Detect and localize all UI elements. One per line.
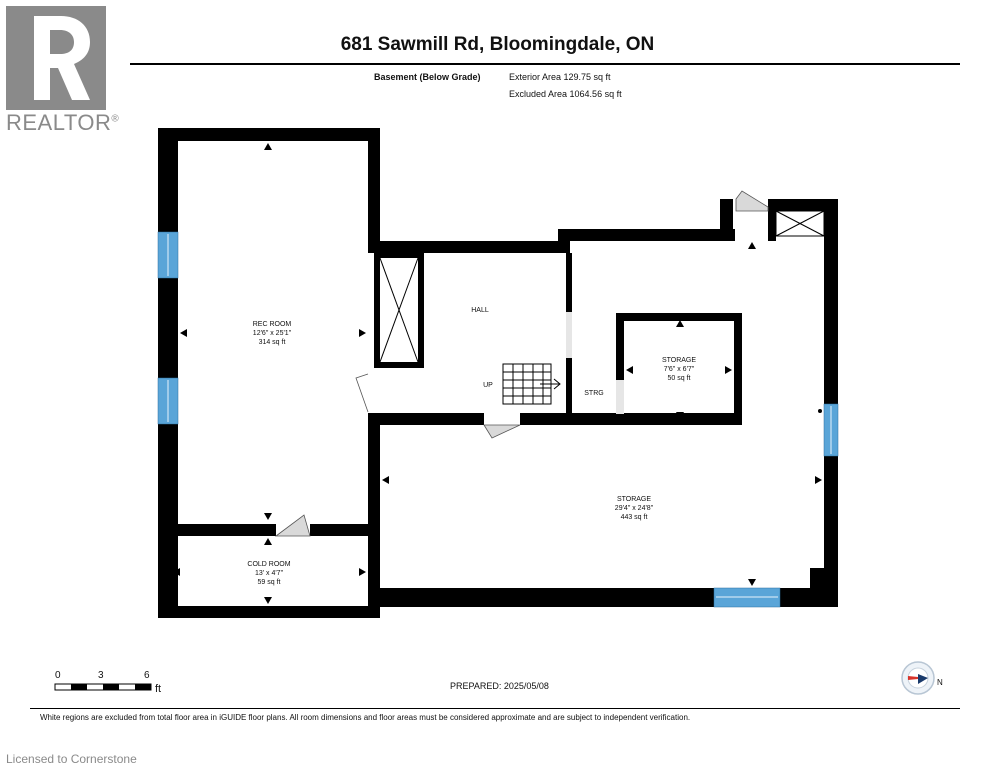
rec-room-label: REC ROOM 12'6" x 25'1" 314 sq ft (252, 321, 292, 346)
storage-large-label: STORAGE 29'4" x 24'8" 443 sq ft (614, 496, 654, 521)
prepared-date: PREPARED: 2025/05/08 (450, 681, 549, 691)
compass-icon (901, 661, 935, 695)
wall (368, 128, 380, 246)
wall (720, 199, 733, 241)
scale-bar (54, 683, 152, 691)
wall (368, 413, 740, 425)
strg-label: STRG (584, 390, 604, 397)
wall (616, 313, 742, 321)
wall (810, 568, 838, 607)
scale-unit: ft (155, 683, 162, 695)
wall (616, 313, 624, 425)
scale-tick-6: 6 (144, 670, 150, 681)
disclaimer: White regions are excluded from total fl… (40, 713, 691, 722)
door-swing (735, 190, 769, 212)
excluded-area: Excluded Area 1064.56 sq ft (509, 89, 622, 99)
shaft-cross (379, 257, 419, 363)
door-swing (274, 514, 311, 537)
scale-tick-3: 3 (98, 670, 104, 681)
wall (768, 199, 838, 211)
compass-north: N (937, 678, 943, 687)
wall (158, 128, 380, 141)
storage-small-label: STORAGE 7'6" x 6'7" 50 sq ft (661, 357, 697, 382)
wall (158, 606, 380, 618)
stairs (502, 363, 561, 405)
hall-label: HALL (471, 307, 489, 314)
doors (274, 190, 769, 537)
wall (158, 524, 380, 536)
wall (368, 241, 570, 253)
wall (734, 313, 742, 425)
licensed-notice: Licensed to Cornerstone (6, 752, 137, 766)
realtor-wordmark: REALTOR® (6, 110, 120, 135)
wall (824, 199, 838, 607)
dimension-arrows (173, 143, 822, 604)
wall (768, 199, 776, 241)
scale-tick-0: 0 (55, 670, 61, 681)
level-name: Basement (Below Grade) (374, 72, 481, 82)
wall (368, 413, 380, 606)
footer-divider (30, 708, 960, 709)
wall (558, 229, 735, 241)
exterior-area: Exterior Area 129.75 sq ft (509, 72, 611, 82)
page-title: 681 Sawmill Rd, Bloomingdale, ON (340, 34, 655, 55)
storage-door-opening (616, 380, 624, 414)
stairs-up-label: UP (483, 382, 493, 389)
shaft-cross (775, 210, 825, 237)
window-panes (167, 234, 832, 598)
door-swing (483, 424, 521, 439)
realtor-r-icon (34, 16, 90, 100)
title-divider (130, 63, 960, 65)
strg-opening (566, 312, 572, 358)
realtor-logo (6, 6, 106, 110)
wall (158, 128, 178, 618)
cold-room-label: COLD ROOM 13' x 4'7" 59 sq ft (247, 561, 291, 586)
door-swing (355, 373, 369, 413)
stair-arrow (540, 378, 561, 390)
